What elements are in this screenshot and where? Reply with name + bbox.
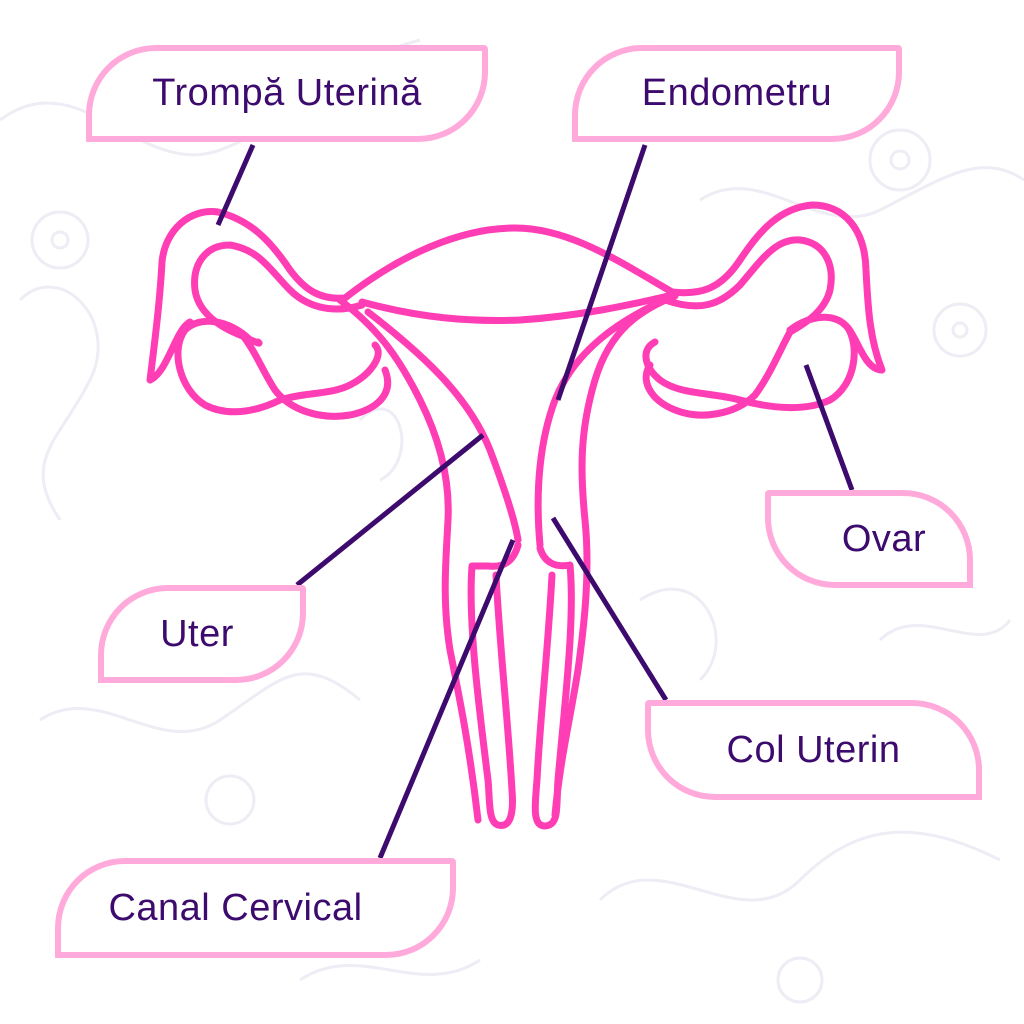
left-fallopian-tube [146,208,349,384]
floral-background [0,38,1024,1004]
right-ovary [642,313,858,411]
label-cervix: Col Uterin [645,700,982,800]
cavity-right-wall [534,296,669,549]
label-cervix-text: Col Uterin [726,728,901,771]
leader-uterus [295,433,485,587]
label-fallopian-tube-text: Trompă Uterină [152,72,422,114]
uterus-outer-left [336,296,482,824]
label-cervical-canal: Canal Cervical [55,858,456,958]
leader-ovary [803,364,855,491]
right-ovary-inner [642,328,794,419]
vagina-left-tube [467,541,522,829]
endometrial-cavity-top [358,292,672,324]
leader-cervix [550,516,669,702]
right-fallopian-tube [668,201,886,374]
right-tube-inner [661,236,835,336]
leader-cervical-canal [377,539,516,859]
uterus-fundus [341,224,676,302]
left-ovary [174,317,382,416]
label-fallopian-tube: Trompă Uterină [86,45,488,142]
cavity-left-wall [364,308,522,544]
label-ovary: Ovar [765,490,973,588]
leader-lines [215,143,855,859]
label-uterus-text: Uter [160,612,234,655]
label-uterus: Uter [98,585,306,683]
label-cervical-canal-text: Canal Cervical [108,886,363,929]
uterus-illustration [146,201,886,830]
leader-fallopian-tube [215,143,256,227]
left-tube-inner [191,241,366,347]
label-endometrium: Endometru [572,45,902,142]
leader-endometrium [555,144,648,401]
uterus-outer-right [551,292,679,819]
left-ovary-inner [236,328,391,420]
vagina-right-tube [531,544,575,830]
label-ovary-text: Ovar [841,517,927,560]
label-endometrium-text: Endometru [641,72,833,114]
